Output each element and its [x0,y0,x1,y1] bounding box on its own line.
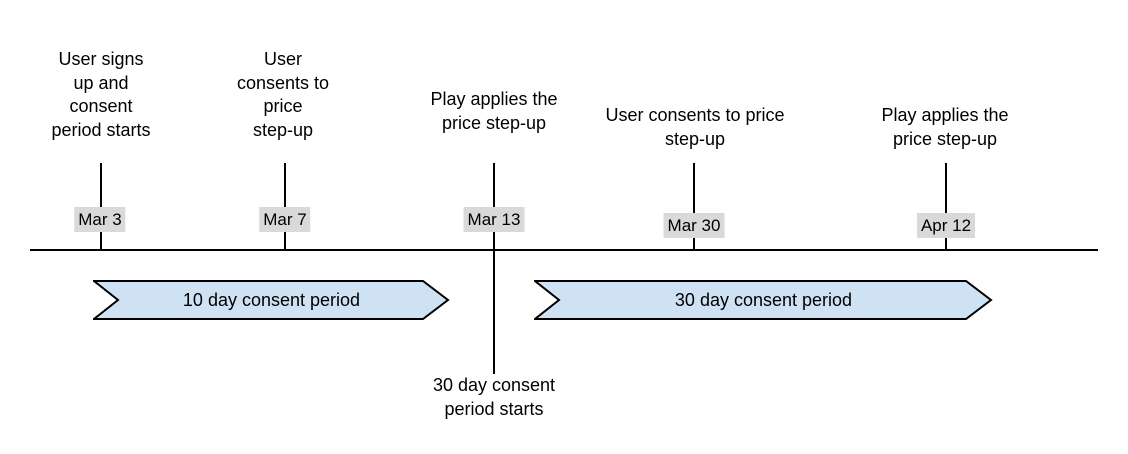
event-tick [945,163,947,250]
event-description: User signs up and consent period starts [51,49,151,140]
period-arrow-shape [93,280,450,320]
event-tick [693,163,695,250]
event-tick [284,163,286,250]
event-description: User consents to price step-up [236,49,330,140]
event-description: Play applies the price step-up [881,105,1009,149]
event-description: User consents to price step-up [605,105,785,149]
timeline-axis [30,249,1098,251]
event-tick [493,163,495,374]
event-description: Play applies the price step-up [430,89,558,133]
period-arrow-shape [534,280,993,320]
period-label: 10 day consent period [182,289,361,310]
period-arrow [93,280,450,320]
event-date-label: Apr 12 [916,213,976,238]
event-date-label: Mar 13 [463,207,525,232]
note-below-axis: 30 day consent period starts [432,375,556,419]
period-label: 30 day consent period [674,289,853,310]
event-tick [100,163,102,250]
event-date-label: Mar 7 [259,207,311,232]
event-date-label: Mar 30 [663,213,725,238]
event-date-label: Mar 3 [74,207,126,232]
period-arrow [534,280,993,320]
